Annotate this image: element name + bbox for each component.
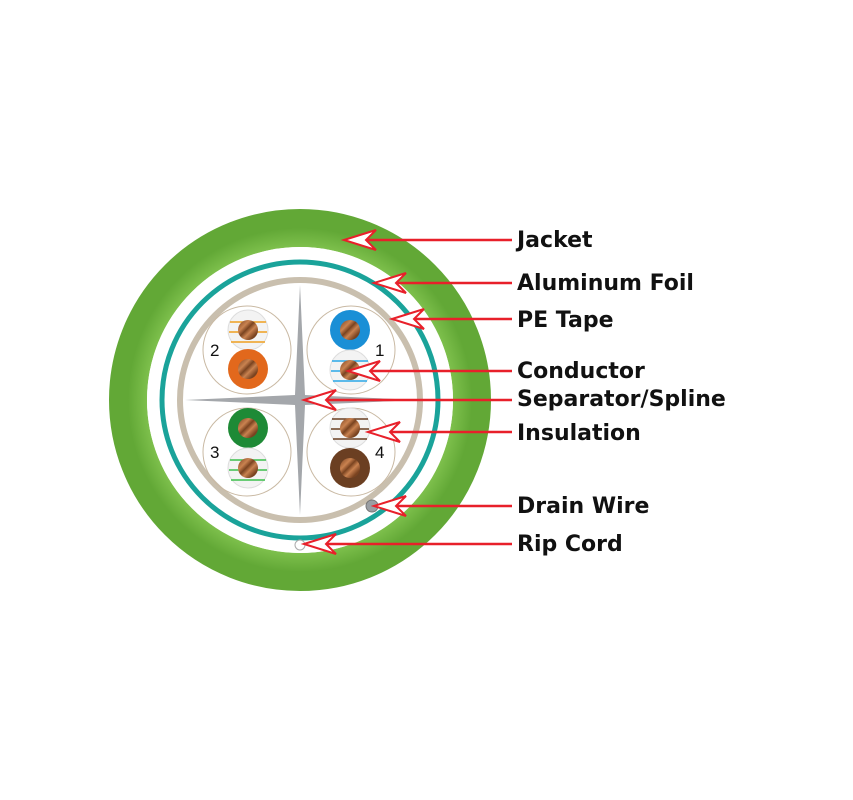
arrow-separator [300,389,512,411]
arrow-insulation [364,421,512,443]
wire-orange [228,349,268,389]
label-insulation: Insulation [517,421,641,446]
rip-cord [294,539,306,551]
arrow-jacket [340,229,512,251]
arrow-pe-tape [388,308,512,330]
wire-brown [330,448,370,488]
label-separator-spline: Separator/Spline [517,387,726,412]
label-aluminum-foil: Aluminum Foil [517,271,694,296]
label-pe-tape: PE Tape [517,308,614,333]
wire-green [228,408,268,448]
pair-number-1: 1 [375,341,384,360]
wire-white-brown [329,407,371,449]
arrow-foil [370,272,512,294]
pair-number-2: 2 [210,341,219,360]
pair-number-3: 3 [210,443,219,462]
wire-blue [330,310,370,350]
pair-3-outline [202,407,292,497]
arrow-conductor [344,360,512,382]
conductor [238,320,258,340]
label-drain-wire: Drain Wire [517,494,649,519]
arrow-rip-cord [300,533,512,555]
wire-white-orange [227,309,269,351]
label-rip-cord: Rip Cord [517,532,623,557]
arrow-drain-wire [370,495,512,517]
pair-number-4: 4 [375,443,384,462]
pair-2-outline [202,305,292,395]
pair-1-outline [306,305,396,395]
label-jacket: Jacket [515,228,593,253]
label-conductor: Conductor [517,359,645,384]
wire-white-green [227,447,269,489]
